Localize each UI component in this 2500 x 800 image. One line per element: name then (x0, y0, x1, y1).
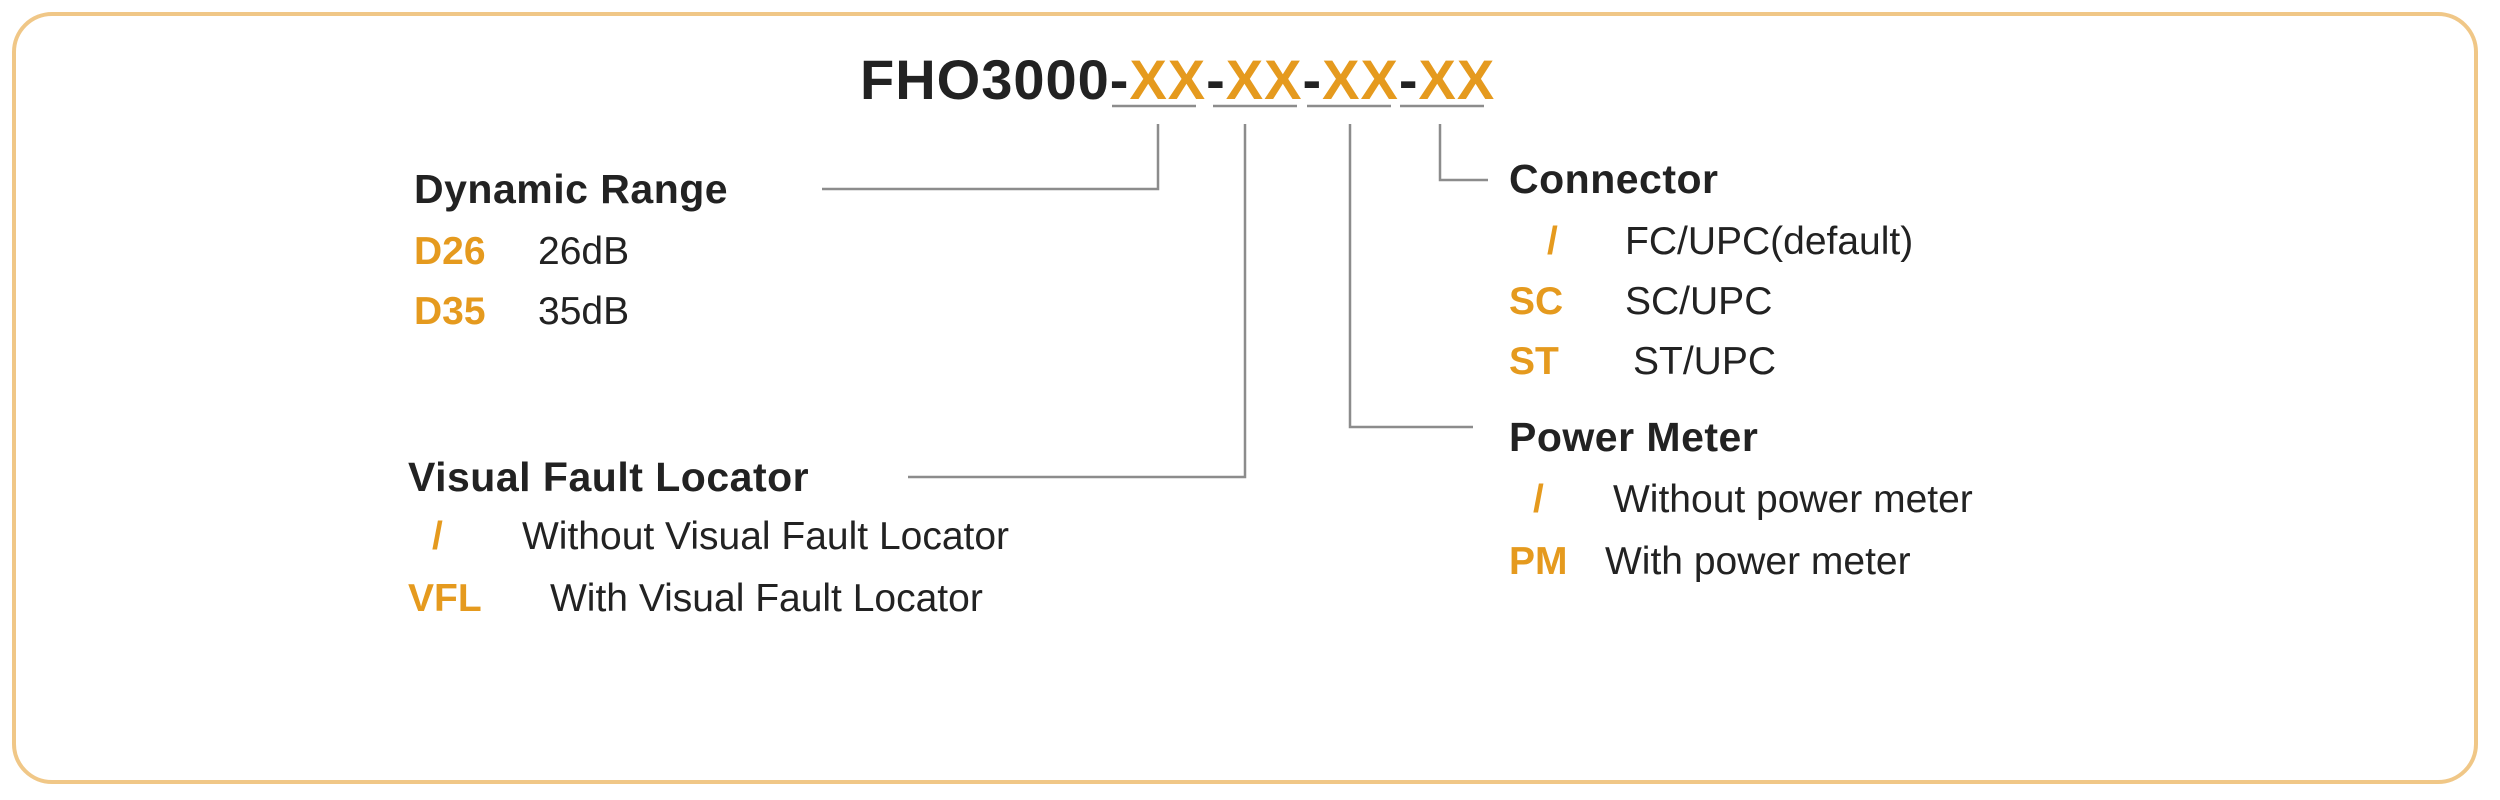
option-code: SC (1509, 280, 1564, 323)
option-code: / (1547, 220, 1558, 263)
visual-fault-locator-heading: Visual Fault Locator (408, 454, 810, 500)
option-code: D26 (414, 230, 486, 273)
model-code-part-1: XX (1129, 48, 1207, 111)
option-label: Without power meter (1613, 478, 1973, 521)
option-label: 26dB (538, 230, 630, 273)
option-code: ST (1509, 340, 1559, 383)
option-label: 35dB (538, 290, 630, 333)
diagram-frame (12, 12, 2478, 784)
model-code-separator-2: - (1302, 48, 1323, 111)
model-code: FHO3000-XX-XX-XX-XX (860, 44, 1495, 116)
option-label: SC/UPC (1625, 280, 1773, 323)
connector-visual-fault-locator (908, 124, 1247, 479)
connector-connector (1438, 124, 1488, 182)
option-code: PM (1509, 540, 1568, 583)
dynamic-range-heading: Dynamic Range (414, 166, 729, 212)
connector-heading: Connector (1509, 156, 1719, 202)
model-code-prefix: FHO3000- (860, 48, 1130, 111)
option-code: / (432, 515, 443, 558)
model-code-separator-1: - (1206, 48, 1226, 111)
power-meter-heading: Power Meter (1509, 414, 1759, 460)
model-code-separator-3: - (1398, 48, 1419, 111)
model-code-part-2: XX (1225, 48, 1303, 111)
connector-dynamic-range (822, 124, 1160, 191)
model-code-part-4: XX (1418, 48, 1496, 111)
model-code-part-3: XX (1322, 48, 1399, 111)
option-label: FC/UPC(default) (1625, 220, 1914, 263)
option-label: Without Visual Fault Locator (522, 515, 1010, 558)
connector-power-meter (1348, 124, 1473, 429)
option-label: ST/UPC (1633, 340, 1777, 383)
option-label: With Visual Fault Locator (550, 577, 983, 620)
option-label: With power meter (1605, 540, 1911, 583)
option-code: D35 (414, 290, 486, 333)
option-code: / (1533, 478, 1544, 521)
option-code: VFL (408, 577, 482, 620)
